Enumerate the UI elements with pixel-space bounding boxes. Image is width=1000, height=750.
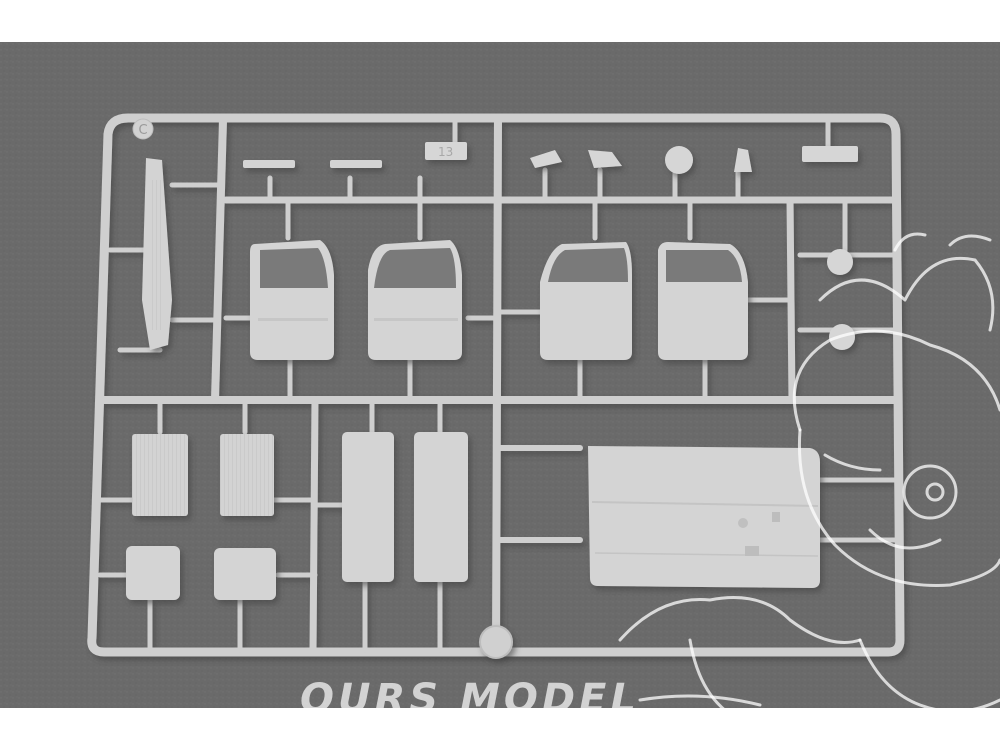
parts: 13 bbox=[126, 142, 858, 659]
number-tag-part bbox=[425, 142, 467, 160]
strip-detail bbox=[150, 180, 162, 330]
handle-part bbox=[734, 148, 752, 172]
door-part-1 bbox=[250, 240, 334, 360]
sprue-letter-tab: C bbox=[132, 118, 154, 140]
ribbed-panel-2 bbox=[220, 434, 274, 516]
tall-panel-1 bbox=[342, 432, 394, 582]
sprue-frame bbox=[87, 113, 905, 657]
round-fitting-part-1 bbox=[827, 249, 853, 275]
door-part-4 bbox=[658, 242, 748, 360]
bracket-part-1 bbox=[243, 160, 295, 168]
square-panel-2 bbox=[214, 548, 276, 600]
large-body-panel bbox=[588, 446, 820, 588]
number-tag-text: 13 bbox=[438, 145, 453, 159]
watermark-text: OURS MODEL bbox=[300, 676, 640, 722]
top-border bbox=[0, 0, 1000, 42]
sprue-hub bbox=[479, 625, 513, 659]
cartoon-mascot-logo-icon bbox=[618, 232, 1000, 722]
square-panel-1 bbox=[126, 546, 180, 600]
mirror-part-1 bbox=[530, 150, 562, 168]
door-part-2 bbox=[368, 240, 462, 360]
tall-panel-2 bbox=[414, 432, 468, 582]
door-part-3 bbox=[540, 242, 632, 360]
bracket-part-2 bbox=[330, 160, 382, 168]
round-disc-part bbox=[665, 146, 693, 174]
plate-part-top bbox=[802, 146, 858, 162]
bottom-border bbox=[0, 708, 1000, 750]
mirror-part-2 bbox=[588, 150, 622, 168]
sprue-letter: C bbox=[138, 123, 147, 138]
ribbed-panel-1 bbox=[132, 434, 188, 516]
